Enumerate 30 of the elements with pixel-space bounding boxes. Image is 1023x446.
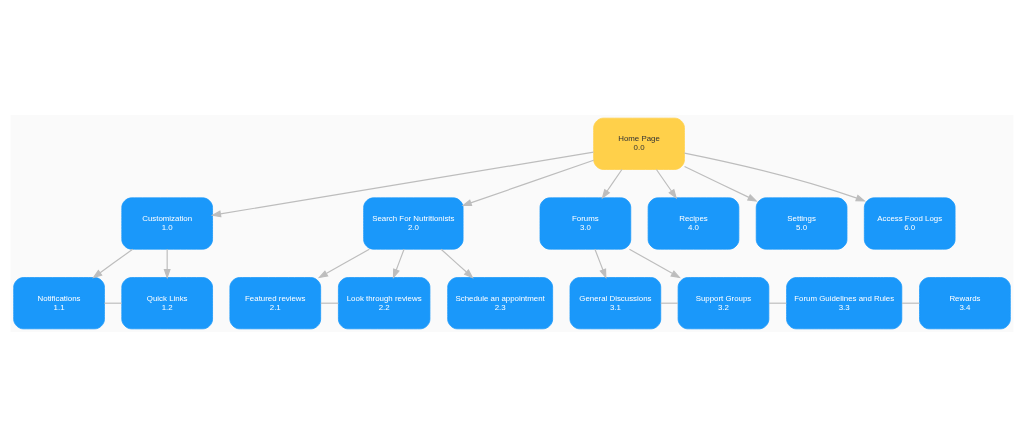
arrow [593,248,606,279]
arrow [163,248,171,279]
node-box: Quick Links 1.2 [120,276,213,329]
node-box: Forums 3.0 [539,196,631,250]
arrow [628,248,681,278]
arrow [210,151,594,217]
node-box: General Discussions 3.1 [569,276,661,329]
node-box: Access Food Logs 6.0 [863,196,955,250]
node-box: Rewards 3.4 [918,276,1011,329]
node-box: Support Groups 3.2 [677,276,769,329]
node-box: Featured reviews 2.1 [229,276,321,329]
arrow [461,159,594,206]
node-box: Look through reviews 2.2 [337,276,430,329]
node-box: Notifications 1.1 [12,276,105,329]
connector [103,302,122,304]
arrow [392,248,405,279]
node-box: Schedule an appointment 2.3 [446,276,553,329]
node-box: Settings 5.0 [755,196,847,250]
arrow [655,168,677,199]
node-box: Search For Nutritionists 2.0 [362,196,463,250]
node-box: Home Page 0.0 [592,117,685,170]
node-box: Customization 1.0 [120,196,213,250]
arrow [91,248,133,278]
node-box: Recipes 4.0 [647,196,739,250]
arrow [683,152,866,202]
arrow [683,165,758,202]
arrow [601,168,622,199]
arrow [317,248,370,278]
node-box: Forum Guidelines and Rules 3.3 [785,276,902,329]
arrow [440,248,474,279]
